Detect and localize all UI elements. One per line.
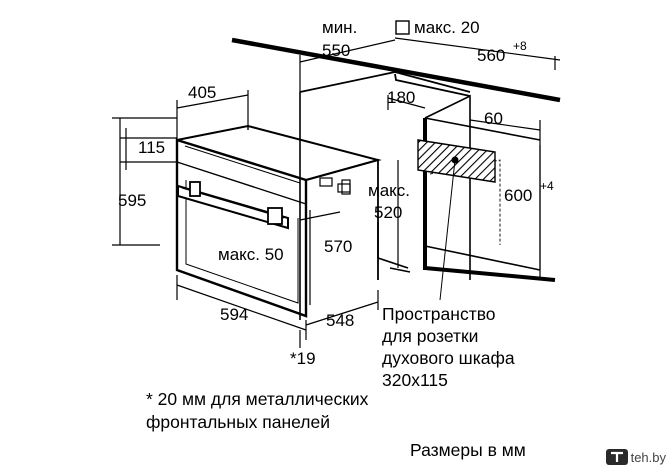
- dim-550: 550: [322, 41, 350, 60]
- dimension-lines: [112, 37, 561, 348]
- footnote-line1: * 20 мм для металлических: [146, 389, 369, 409]
- dim-max520-label: макс.: [368, 181, 410, 200]
- watermark: teh.by: [605, 446, 666, 468]
- units-note: Размеры в мм: [410, 440, 526, 460]
- teh-logo-icon: [605, 449, 628, 465]
- dim-405: 405: [188, 83, 216, 102]
- footnote-line2: фронтальных панелей: [146, 412, 330, 432]
- dim-560-sup: +8: [513, 39, 527, 53]
- socket-area: [417, 139, 496, 301]
- dim-600-sup: +4: [540, 179, 554, 193]
- socket-note-line1: Пространство: [382, 304, 496, 324]
- dim-60: 60: [484, 109, 503, 128]
- socket-note-line2: для розетки: [382, 326, 478, 346]
- dim-594: 594: [220, 305, 248, 324]
- socket-note-line3: духового шкафа: [382, 348, 515, 368]
- oven-body: [175, 124, 382, 318]
- dim-115: 115: [138, 138, 165, 157]
- dim-max50: макс. 50: [218, 245, 284, 264]
- dim-520: 520: [374, 203, 402, 222]
- dim-180: 180: [387, 88, 415, 107]
- cabinet-outline: [231, 37, 561, 320]
- watermark-text: teh.by: [630, 449, 666, 465]
- dim-star19: *19: [290, 349, 316, 368]
- socket-note-line4: 320x115: [382, 370, 448, 390]
- dim-max20: макс. 20: [414, 18, 480, 37]
- dim-595: 595: [118, 191, 146, 210]
- max20-square: [395, 20, 410, 35]
- dim-570: 570: [324, 237, 352, 256]
- dim-min-label: мин.: [322, 18, 357, 37]
- door-handle: [177, 181, 289, 230]
- dim-548: 548: [326, 311, 354, 330]
- dim-560: 560: [477, 46, 505, 65]
- dim-600: 600: [504, 186, 532, 205]
